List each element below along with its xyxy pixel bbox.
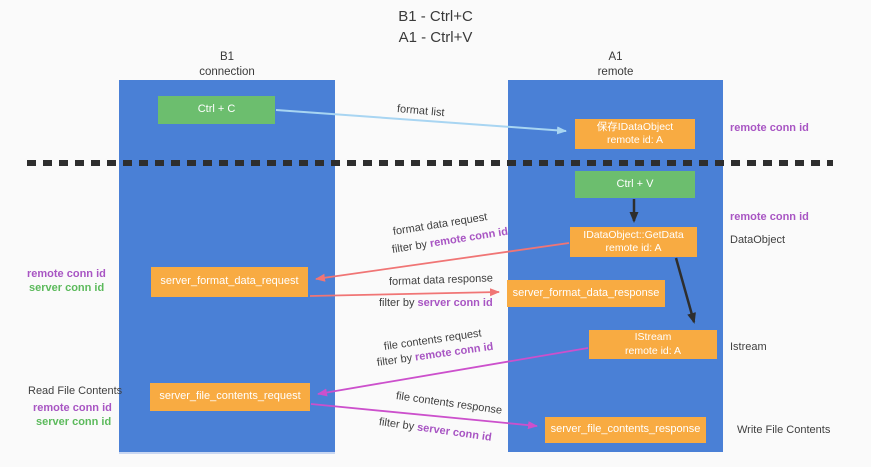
lane-header-b1: B1 connection <box>119 50 335 80</box>
diagram-title: B1 - Ctrl+C A1 - Ctrl+V <box>0 6 871 48</box>
node-ctrl-v-label: Ctrl + V <box>616 177 654 190</box>
title-line-1: B1 - Ctrl+C <box>398 8 473 25</box>
label-remote-conn-id-mid-right: remote conn id <box>730 211 809 223</box>
label-server-conn-id-left: server conn id <box>29 282 105 294</box>
lane-header-a1: A1 remote <box>508 50 723 80</box>
node-istream-line1: IStream <box>634 331 672 344</box>
arrow-file-contents-response <box>310 403 538 430</box>
node-server-format-data-request-label: server_format_data_request <box>160 275 299 288</box>
arrow-getdata-to-istream <box>674 257 696 324</box>
lane-header-b1-role: connection <box>199 65 255 78</box>
node-idataobject-getdata: IDataObject::GetData remote id: A <box>570 227 697 257</box>
label-format-data-response-filter: filter by server conn id <box>379 297 493 309</box>
node-server-file-contents-request: server_file_contents_request <box>150 383 310 411</box>
lane-header-a1-role: remote <box>597 65 634 78</box>
node-save-idataobject: 保存IDataObject remote id: A <box>575 119 695 149</box>
lane-header-b1-name: B1 <box>219 51 235 63</box>
label-remote-conn-id-top-right: remote conn id <box>730 122 809 134</box>
server-conn-id-key: server conn id <box>417 297 493 309</box>
label-remote-conn-id-left: remote conn id <box>27 268 106 280</box>
label-write-file-contents: Write File Contents <box>737 424 831 436</box>
label-istream: Istream <box>730 341 767 353</box>
arrow-format-list <box>275 109 567 135</box>
session-separator-dashed-line <box>27 160 833 166</box>
node-server-format-data-request: server_format_data_request <box>151 267 308 297</box>
lane-header-a1-name: A1 <box>608 51 623 63</box>
node-server-file-contents-request-label: server_file_contents_request <box>159 390 301 403</box>
node-server-format-data-response: server_format_data_response <box>507 280 665 307</box>
node-idataobject-getdata-line2: remote id: A <box>605 242 662 254</box>
node-istream: IStream remote id: A <box>589 330 717 359</box>
node-server-file-contents-response: server_file_contents_response <box>545 417 706 443</box>
title-line-2: A1 - Ctrl+V <box>398 29 473 46</box>
node-idataobject-getdata-line1: IDataObject::GetData <box>583 228 684 241</box>
node-server-file-contents-response-label: server_file_contents_response <box>550 423 701 436</box>
label-server-conn-id-bottom-left: server conn id <box>36 416 112 428</box>
arrow-file-contents-request <box>317 347 589 397</box>
label-read-file-contents: Read File Contents <box>28 385 123 397</box>
node-istream-line2: remote id: A <box>624 344 682 357</box>
arrow-format-data-response <box>309 288 500 297</box>
node-save-idataobject-line2: remote id: A <box>606 134 664 146</box>
node-server-format-data-response-label: server_format_data_response <box>512 286 660 299</box>
node-save-idataobject-line1: 保存IDataObject <box>596 120 674 133</box>
filter-by-text: filter by <box>379 297 418 309</box>
node-ctrl-v: Ctrl + V <box>575 171 695 198</box>
node-ctrl-c: Ctrl + C <box>158 96 275 124</box>
arrow-format-data-request <box>315 242 570 282</box>
label-dataobject: DataObject <box>730 234 786 246</box>
label-remote-conn-id-bottom-left: remote conn id <box>33 402 112 414</box>
node-ctrl-c-label: Ctrl + C <box>197 103 236 116</box>
